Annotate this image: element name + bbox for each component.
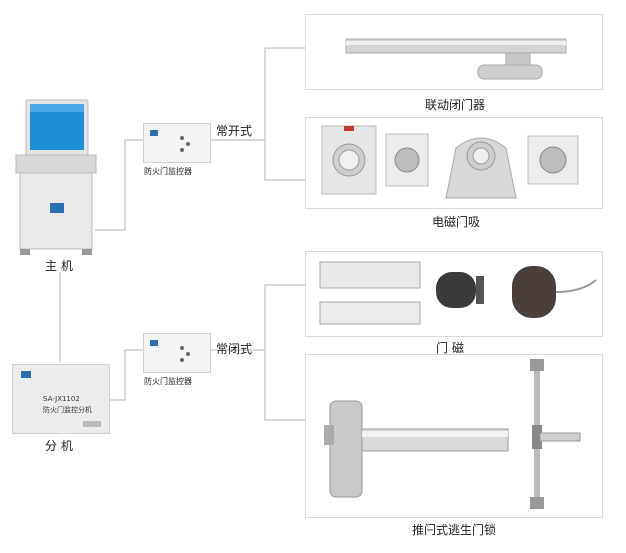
monitor-2-label: 防火门监控器 [144, 377, 192, 386]
product-door-closer-label: 联动闭门器 [425, 98, 486, 112]
branch-normally-open: 常开式 [216, 124, 253, 138]
host-computer [12, 98, 100, 256]
door-magnet-illustration [319, 261, 597, 325]
monitor-2-illustration [150, 340, 190, 362]
product-door-holder-label: 电磁门吸 [432, 215, 481, 229]
product-escape-lock-label: 推闩式逃生门锁 [412, 523, 497, 537]
sub-label: 分 机 [45, 439, 73, 453]
monitor-1-illustration [150, 130, 190, 152]
monitor-2 [143, 333, 211, 373]
sub-device-name: 防火门监控分机 [43, 406, 92, 414]
door-closer-illustration [345, 38, 567, 80]
sub-unit-illustration [21, 371, 101, 427]
door-holder-illustration [321, 125, 579, 199]
monitor-1 [143, 123, 211, 163]
product-door-closer [305, 14, 603, 90]
product-door-holder [305, 117, 603, 209]
host-label: 主 机 [45, 259, 73, 273]
sub-unit: SA-JX1102 防火门监控分机 [12, 364, 110, 434]
monitor-1-label: 防火门监控器 [144, 167, 192, 176]
sub-device-model: SA-JX1102 [43, 395, 80, 403]
product-door-magnet-label: 门 磁 [436, 341, 464, 355]
host-computer-illustration [15, 99, 97, 255]
escape-lock-illustration [324, 359, 581, 509]
branch-normally-closed: 常闭式 [216, 342, 253, 356]
product-door-magnet [305, 251, 603, 337]
product-escape-lock [305, 354, 603, 518]
